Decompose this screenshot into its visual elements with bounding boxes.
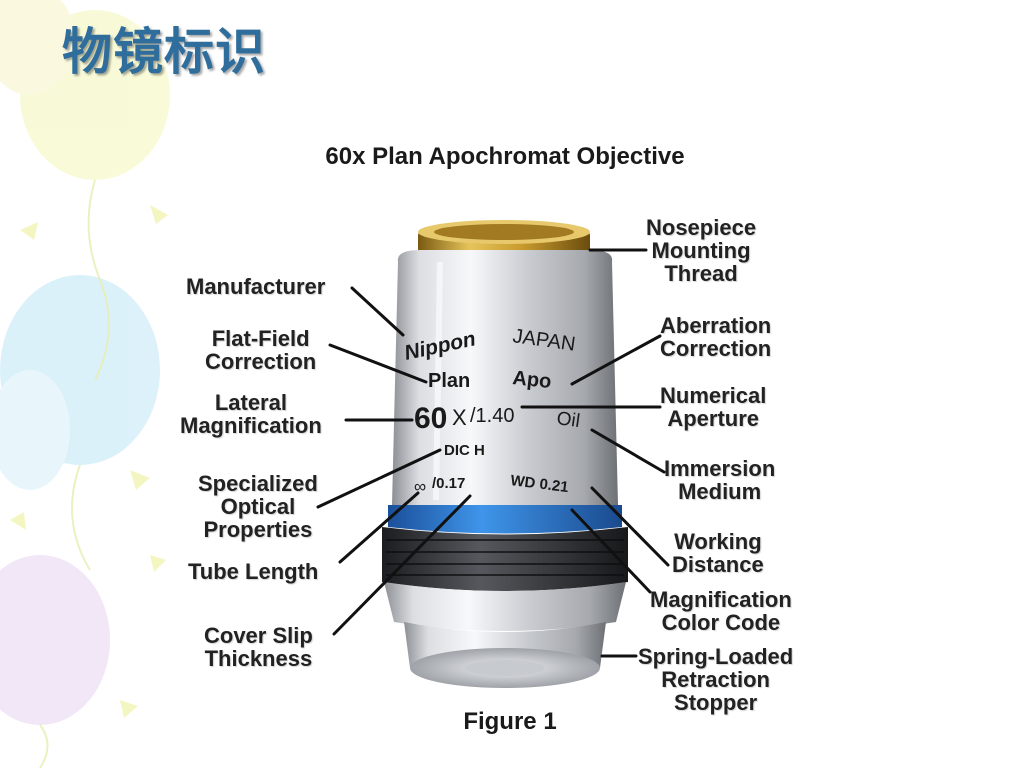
label-flat-field: Flat-Field Correction	[205, 326, 317, 374]
label-cover-slip: Cover Slip Thickness	[204, 623, 313, 671]
label-aberration: Aberration Correction	[660, 313, 772, 361]
figure-caption: Figure 1	[463, 708, 557, 735]
leader-tube-length	[338, 491, 420, 564]
label-numerical-aperture: Numerical Aperture	[660, 383, 767, 431]
label-manufacturer: Manufacturer	[186, 274, 326, 299]
engraving-numerical-aperture: /1.40	[470, 405, 514, 427]
leader-working-distance	[590, 486, 670, 567]
label-tube-length: Tube Length	[188, 559, 319, 584]
engraving-tube-length: ∞	[414, 477, 426, 496]
leader-mag-color	[570, 508, 652, 594]
engraving-magnification: 60	[414, 402, 447, 435]
leader-cover-slip	[332, 494, 472, 636]
label-specialized-optical: Specialized Optical Properties	[198, 471, 318, 542]
label-magnification-color: Magnification Color Code	[650, 587, 792, 635]
engraving-cover-slip: /0.17	[432, 475, 465, 492]
engraving-times: X	[452, 405, 467, 430]
leader-flat-field	[328, 343, 428, 384]
leader-aberration	[570, 334, 662, 386]
engraving-apo: Apo	[511, 367, 552, 393]
label-immersion: Immersion Medium	[664, 456, 776, 504]
engraving-special: DIC H	[444, 442, 485, 459]
leader-specialized	[316, 448, 442, 509]
label-spring-loaded: Spring-Loaded Retraction Stopper	[638, 644, 794, 715]
engraving-working-distance: WD 0.21	[510, 472, 570, 496]
engraving-plan: Plan	[428, 370, 470, 392]
leader-immersion	[590, 428, 666, 474]
figure-title: 60x Plan Apochromat Objective	[325, 143, 685, 170]
leader-manufacturer	[350, 286, 405, 337]
slide-title: 物镜标识	[62, 23, 266, 81]
label-lateral-magnification: Lateral Magnification	[180, 390, 322, 438]
label-working-distance: Working Distance	[672, 529, 764, 577]
label-nosepiece: Nosepiece Mounting Thread	[646, 215, 757, 286]
objective-body	[382, 220, 628, 688]
leader-lines	[316, 248, 670, 658]
engraving-immersion: Oil	[555, 408, 581, 432]
